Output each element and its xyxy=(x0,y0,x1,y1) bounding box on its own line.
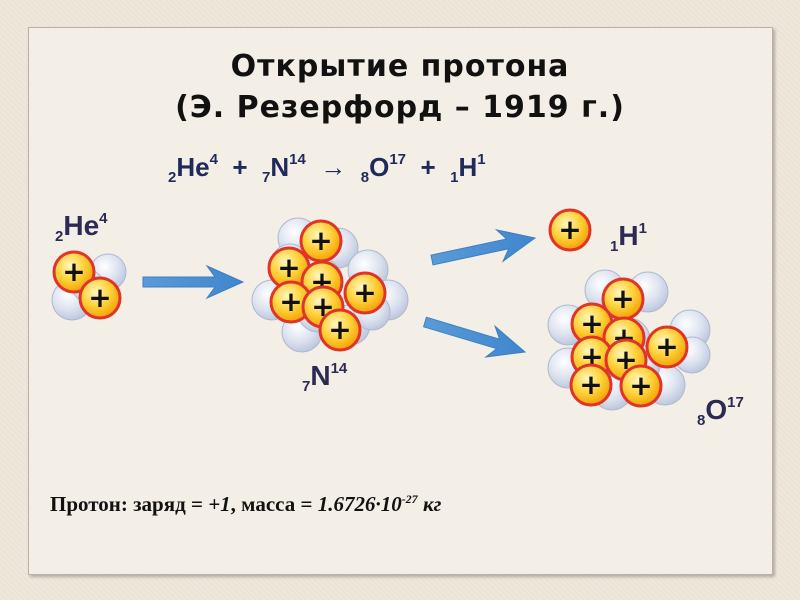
proton-plus-sign: + xyxy=(328,313,351,346)
proton-body xyxy=(548,208,592,252)
proton-properties: Протон: заряд = +1, масса = 1.6726·10-27… xyxy=(50,492,441,517)
proton-plus-sign: + xyxy=(279,285,302,318)
slide-title-line2: (Э. Резерфорд – 1919 г.) xyxy=(175,90,625,125)
proton: + xyxy=(619,364,663,408)
h-mass-number: 1 xyxy=(477,151,486,168)
he-label-symbol: He xyxy=(63,210,100,241)
proton: + xyxy=(267,246,311,290)
proton: + xyxy=(52,250,96,294)
h-label: 1H1 xyxy=(610,220,647,255)
proton-charge: +1 xyxy=(208,492,231,516)
o-mass-number: 17 xyxy=(389,151,407,168)
n-label-a: 14 xyxy=(330,360,348,377)
proton-plus-sign: + xyxy=(62,255,85,288)
proton: + xyxy=(343,271,387,315)
n-label-symbol: N xyxy=(310,360,331,391)
h-label-a: 1 xyxy=(638,220,647,237)
proton-plus-sign: + xyxy=(88,281,111,314)
reaction-arrow-shape xyxy=(430,229,537,266)
proton-plus-sign: + xyxy=(611,282,634,315)
proton: + xyxy=(601,277,645,321)
he-mass-number: 4 xyxy=(209,151,218,168)
reaction-arrow-shape xyxy=(422,316,527,358)
o-symbol: O xyxy=(369,152,390,182)
o-label-symbol: O xyxy=(705,394,728,425)
proton-body xyxy=(78,276,122,320)
proton-plus-sign: + xyxy=(277,251,300,284)
proton-group: ++++++++++++++++++ xyxy=(52,208,689,408)
proton: + xyxy=(548,208,592,252)
mass-unit: кг xyxy=(417,492,442,516)
h-label-z: 1 xyxy=(610,238,619,255)
proton: + xyxy=(299,219,343,263)
mass-exponent: -27 xyxy=(401,492,418,506)
proton-plus-sign: + xyxy=(558,213,581,246)
proton-plus-sign: + xyxy=(629,369,652,402)
arrow-group xyxy=(142,229,537,358)
proton-plus-sign: + xyxy=(580,307,603,340)
proton-body xyxy=(569,363,613,407)
n-atomic-number: 7 xyxy=(262,169,271,186)
o-label-z: 8 xyxy=(697,412,706,429)
proton-body xyxy=(343,271,387,315)
proton: + xyxy=(645,325,689,369)
h-label-symbol: H xyxy=(618,220,639,251)
proton-plus-sign: + xyxy=(655,330,678,363)
o-atomic-number: 8 xyxy=(360,169,370,186)
proton: + xyxy=(569,363,613,407)
he-label-z: 2 xyxy=(55,228,64,245)
proton-mass: 1.6726·10 xyxy=(317,492,402,516)
o-label-a: 17 xyxy=(727,394,744,411)
proton-plus-sign: + xyxy=(579,368,602,401)
proton-body xyxy=(52,250,96,294)
n-label-z: 7 xyxy=(302,378,311,395)
he-atomic-number: 2 xyxy=(168,169,177,186)
plus-sign: + xyxy=(420,152,436,182)
slide-title-line1: Открытие протона xyxy=(230,49,570,84)
formula-prefix: Протон: заряд = xyxy=(50,492,209,516)
reaction-equation: 2He4 + 7N14 → 8O17 + 1H1 xyxy=(168,151,486,186)
proton-body xyxy=(619,364,663,408)
proton-plus-sign: + xyxy=(353,276,376,309)
he-symbol: He xyxy=(176,152,210,182)
proton: + xyxy=(318,308,362,352)
proton-body xyxy=(645,325,689,369)
proton-body xyxy=(318,308,362,352)
h-atomic-number: 1 xyxy=(450,169,459,186)
n-label: 7N14 xyxy=(302,360,348,395)
n-symbol: N xyxy=(270,152,290,182)
o-label: 8O17 xyxy=(697,394,744,429)
reaction-arrow-shape xyxy=(142,264,245,300)
he-label: 2He4 xyxy=(55,210,108,245)
reaction-arrow: → xyxy=(320,152,347,182)
proton-plus-sign: + xyxy=(309,224,332,257)
he-label-a: 4 xyxy=(99,210,108,227)
proton: + xyxy=(269,280,313,324)
formula-middle: , масса = xyxy=(230,492,318,516)
n-mass-number: 14 xyxy=(289,151,306,168)
plus-sign: + xyxy=(232,152,248,182)
h-symbol: H xyxy=(458,152,478,182)
proton: + xyxy=(78,276,122,320)
